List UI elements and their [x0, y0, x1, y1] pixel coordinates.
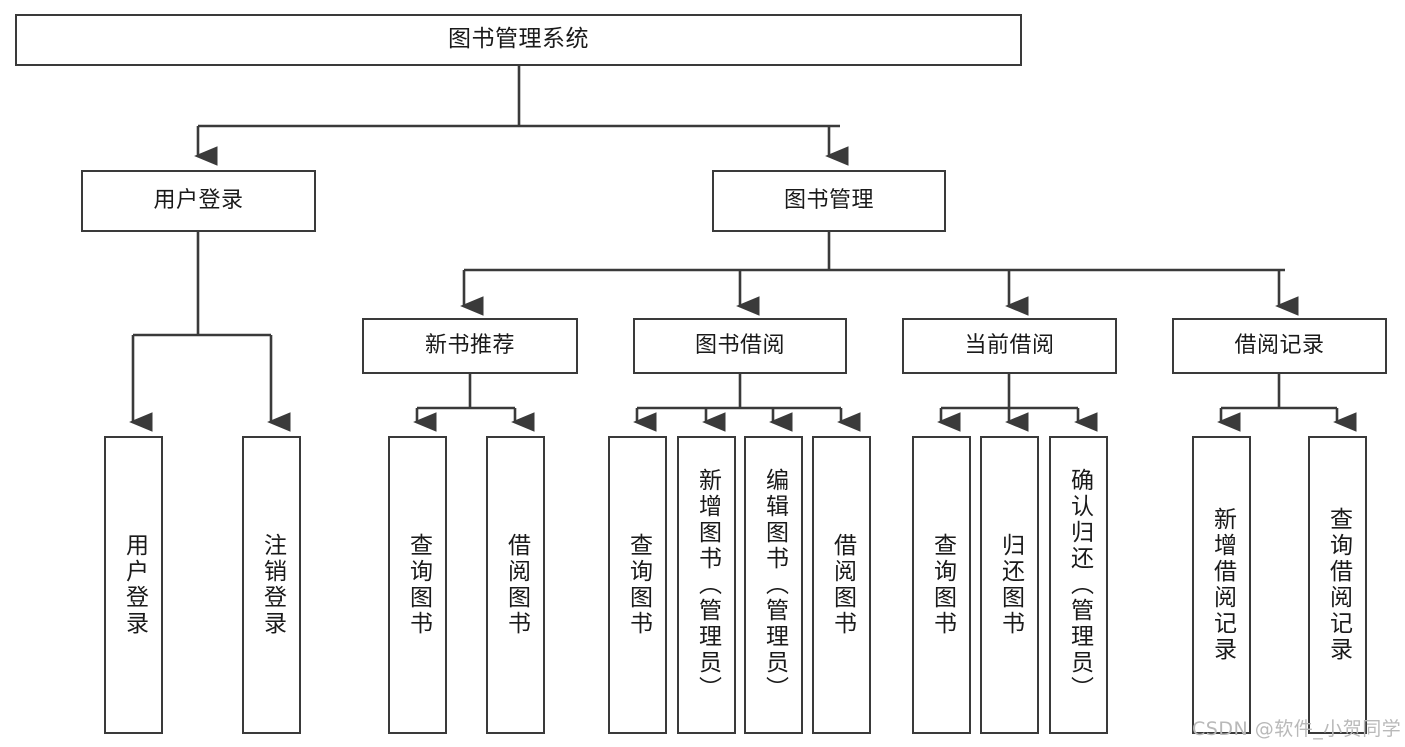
node-label: 用户登录	[153, 187, 244, 213]
node-label: 新书推荐	[424, 332, 515, 358]
leaf-current-borrow-return-book[interactable]: 归还图书	[980, 436, 1039, 734]
node-label: 确认归还（管理员）	[1066, 468, 1093, 702]
leaf-new-book-query-book[interactable]: 查询图书	[388, 436, 447, 734]
node-label: 当前借阅	[964, 332, 1055, 358]
node-user-login[interactable]: 用户登录	[81, 170, 316, 232]
node-label: 用户登录	[121, 533, 148, 637]
leaf-book-borrow-query-book[interactable]: 查询图书	[608, 436, 667, 734]
node-label: 查询图书	[405, 533, 432, 637]
leaf-borrow-record-query-record[interactable]: 查询借阅记录	[1308, 436, 1367, 734]
node-new-book-recommend[interactable]: 新书推荐	[362, 318, 578, 374]
leaf-borrow-record-add-record[interactable]: 新增借阅记录	[1192, 436, 1251, 734]
leaf-user-login-login[interactable]: 用户登录	[104, 436, 163, 734]
node-current-borrow[interactable]: 当前借阅	[902, 318, 1117, 374]
node-label: 图书借阅	[694, 332, 785, 358]
node-borrow-record[interactable]: 借阅记录	[1172, 318, 1387, 374]
leaf-book-borrow-borrow-book[interactable]: 借阅图书	[812, 436, 871, 734]
leaf-user-login-logout[interactable]: 注销登录	[242, 436, 301, 734]
node-label: 归还图书	[997, 533, 1024, 637]
node-label: 查询图书	[625, 533, 652, 637]
node-label: 新增借阅记录	[1209, 507, 1236, 663]
node-root-book-management-system[interactable]: 图书管理系统	[15, 14, 1022, 66]
node-label: 图书管理系统	[448, 26, 589, 53]
leaf-new-book-borrow-book[interactable]: 借阅图书	[486, 436, 545, 734]
node-label: 编辑图书（管理员）	[761, 468, 788, 702]
node-label: 图书管理	[783, 187, 874, 213]
node-label: 借阅记录	[1234, 332, 1325, 358]
node-label: 查询图书	[929, 533, 956, 637]
node-book-management[interactable]: 图书管理	[712, 170, 946, 232]
leaf-current-borrow-confirm-return-admin[interactable]: 确认归还（管理员）	[1049, 436, 1108, 734]
csdn-watermark: CSDN @软件_小贺同学	[1192, 718, 1402, 740]
node-label: 借阅图书	[503, 533, 530, 637]
node-book-borrow[interactable]: 图书借阅	[633, 318, 847, 374]
node-label: 查询借阅记录	[1325, 507, 1352, 663]
node-label: 借阅图书	[829, 533, 856, 637]
leaf-book-borrow-edit-book-admin[interactable]: 编辑图书（管理员）	[744, 436, 803, 734]
leaf-current-borrow-query-book[interactable]: 查询图书	[912, 436, 971, 734]
leaf-book-borrow-add-book-admin[interactable]: 新增图书（管理员）	[677, 436, 736, 734]
node-label: 新增图书（管理员）	[694, 468, 721, 702]
node-label: 注销登录	[259, 533, 286, 637]
